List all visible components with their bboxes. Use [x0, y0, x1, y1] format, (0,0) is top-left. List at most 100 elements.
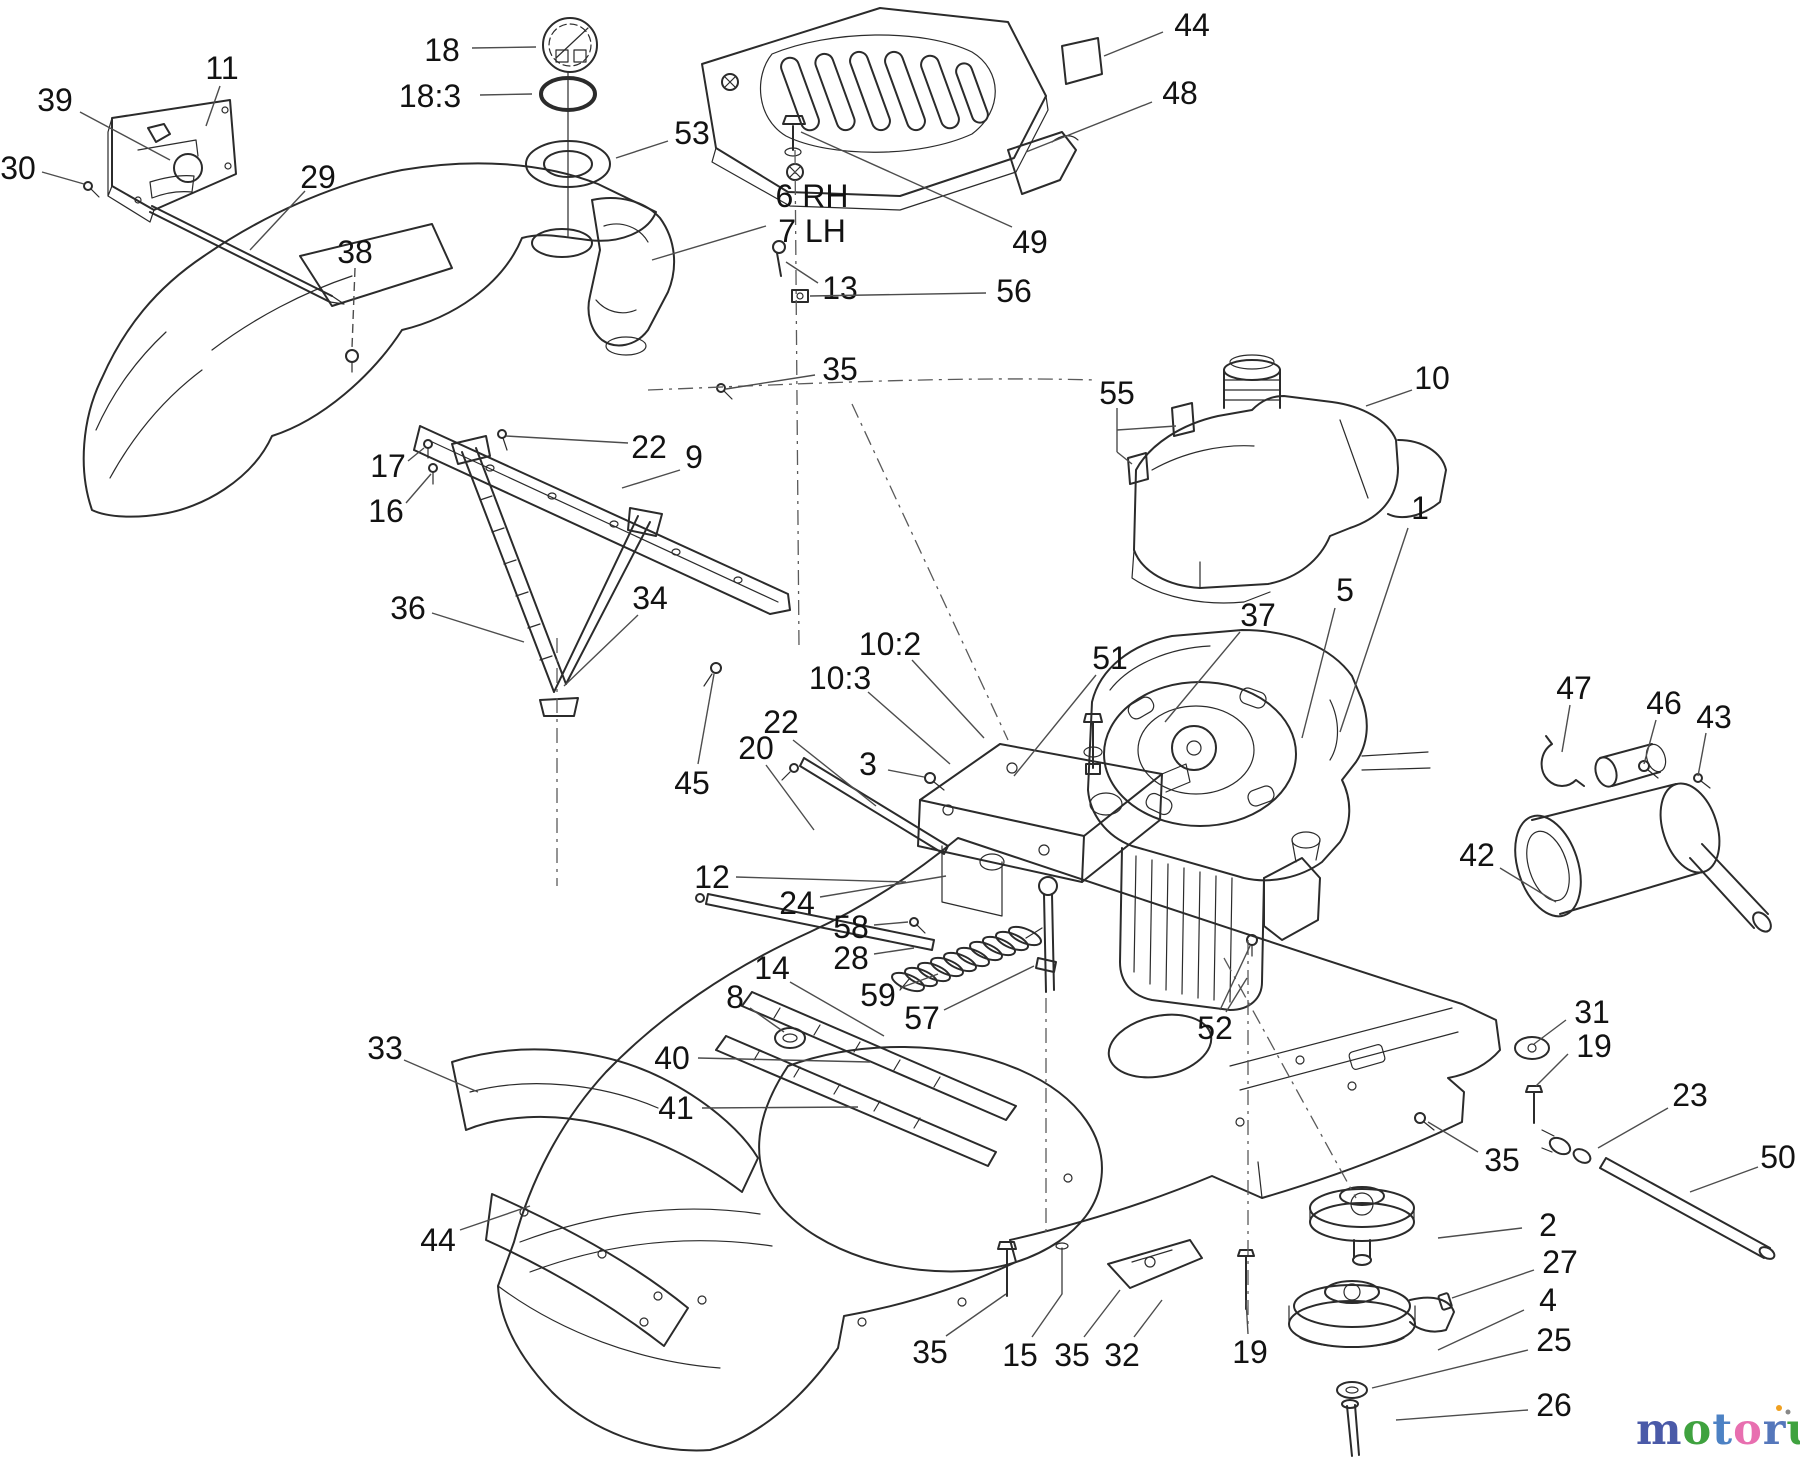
- part-number-label: 28: [833, 940, 869, 976]
- leader-line: [1451, 1269, 1535, 1299]
- part-number-label: 4: [1539, 1282, 1557, 1318]
- callout-7-LH: 7 LH: [651, 213, 846, 261]
- key-27-drawing: [1437, 1292, 1453, 1311]
- callout-38: 38: [337, 234, 373, 349]
- callout-44: 44: [420, 1205, 531, 1258]
- callout-16: 16: [368, 473, 432, 529]
- part-number-label: 32: [1104, 1337, 1140, 1373]
- bottom-hardware-drawing: [997, 1036, 1550, 1310]
- bolt-19r-drawing: [1525, 1085, 1543, 1124]
- callout-32: 32: [1104, 1299, 1163, 1373]
- callout-24: 24: [779, 875, 947, 921]
- callout-10-2: 10:2: [859, 626, 985, 739]
- callout-27: 27: [1451, 1244, 1578, 1299]
- leader-line: [749, 1007, 785, 1033]
- callout-30: 30: [0, 150, 85, 186]
- part-number-label: 35: [822, 351, 858, 387]
- part-number-label: 45: [674, 765, 710, 801]
- side-pod-drawing: [587, 197, 733, 400]
- motoruf-logo[interactable]: motoruf.de: [1636, 1405, 1800, 1455]
- eyebolt-57-drawing: [1043, 893, 1055, 993]
- part-number-label: 1: [1411, 490, 1429, 526]
- part-number-label: 41: [658, 1090, 694, 1126]
- part-number-label: 37: [1240, 597, 1276, 633]
- rod-29-drawing: [83, 181, 345, 305]
- screw-35b-drawing: [1414, 1112, 1426, 1124]
- spring-drawing: [891, 876, 1058, 993]
- bolt-49-drawing: [782, 115, 806, 151]
- bolt-26-drawing: [1341, 1399, 1359, 1409]
- leader-line: [1103, 31, 1164, 57]
- screw-58-drawing: [909, 917, 919, 927]
- part-number-label: 39: [37, 82, 73, 118]
- leader-line: [1427, 1121, 1479, 1153]
- part-number-label: 6 RH: [776, 178, 849, 214]
- part-number-label: 18:3: [399, 78, 461, 114]
- leader-line: [1245, 1299, 1249, 1335]
- part-number-label: 35: [1054, 1337, 1090, 1373]
- part-number-label: 47: [1556, 670, 1592, 706]
- engine-plate-drawing: [917, 743, 1191, 917]
- part-number-label: 14: [754, 950, 790, 986]
- callout-10-3: 10:3: [809, 660, 951, 765]
- callout-10: 10: [1365, 360, 1450, 407]
- callout-37: 37: [1164, 597, 1276, 723]
- part-number-label: 44: [420, 1222, 456, 1258]
- v-bracket-drawing: [451, 435, 722, 717]
- leader-line: [697, 673, 715, 765]
- callout-48: 48: [1025, 75, 1198, 153]
- part-number-label: 35: [912, 1334, 948, 1370]
- callout-35: 35: [1054, 1289, 1121, 1373]
- cover-hardware-drawing: [772, 240, 809, 303]
- part-number-label: 27: [1542, 1244, 1578, 1280]
- callout-45: 45: [674, 673, 715, 801]
- part-number-label: 2: [1539, 1207, 1557, 1243]
- callout-17: 17: [370, 447, 425, 484]
- bolt-10-2-drawing: [1083, 713, 1103, 775]
- leader-line: [1116, 425, 1177, 431]
- part-number-label: 33: [367, 1030, 403, 1066]
- leader-line: [1133, 1299, 1163, 1338]
- callout-29: 29: [249, 159, 336, 251]
- leader-line: [479, 93, 533, 96]
- callout-47: 47: [1556, 670, 1592, 753]
- callout-2: 2: [1437, 1207, 1557, 1243]
- part-number-label: 17: [370, 448, 406, 484]
- leader-line: [867, 691, 951, 765]
- leader-line: [1561, 704, 1571, 753]
- callout-18-3: 18:3: [399, 78, 533, 114]
- part-number-label: 38: [337, 234, 373, 270]
- callout-35: 35: [725, 351, 858, 390]
- callout-22: 22: [763, 704, 877, 807]
- part-number-label: 10:3: [809, 660, 871, 696]
- leader-line: [1025, 101, 1153, 153]
- callout-12: 12: [694, 859, 907, 895]
- callout-15: 15: [1002, 1293, 1063, 1373]
- part-number-label: 55: [1099, 375, 1135, 411]
- part-number-label: 5: [1336, 572, 1354, 608]
- leader-line: [911, 659, 985, 739]
- part-number-label: 15: [1002, 1337, 1038, 1373]
- part-number-label: 13: [822, 270, 858, 306]
- leader-line: [1083, 1289, 1121, 1338]
- o-ring-drawing: [539, 76, 597, 112]
- leader-line: [765, 764, 815, 831]
- watermark[interactable]: motoruf.de: [1636, 1405, 1800, 1455]
- callout-26: 26: [1395, 1387, 1572, 1423]
- callout-58: 58: [833, 909, 909, 945]
- part-number-label: 31: [1574, 994, 1610, 1030]
- leader-line: [205, 85, 221, 127]
- leader-line: [1697, 732, 1707, 777]
- callout-33: 33: [367, 1030, 479, 1093]
- part-number-label: 35: [1484, 1142, 1520, 1178]
- callout-19: 19: [1232, 1299, 1268, 1370]
- part-number-label: 18: [424, 32, 460, 68]
- leader-line: [792, 739, 877, 807]
- leader-line: [1643, 719, 1657, 765]
- leader-line: [249, 190, 306, 251]
- part-number-label: 25: [1536, 1322, 1572, 1358]
- leader-line: [725, 374, 816, 390]
- part-number-label: 12: [694, 859, 730, 895]
- leader-line: [407, 447, 425, 462]
